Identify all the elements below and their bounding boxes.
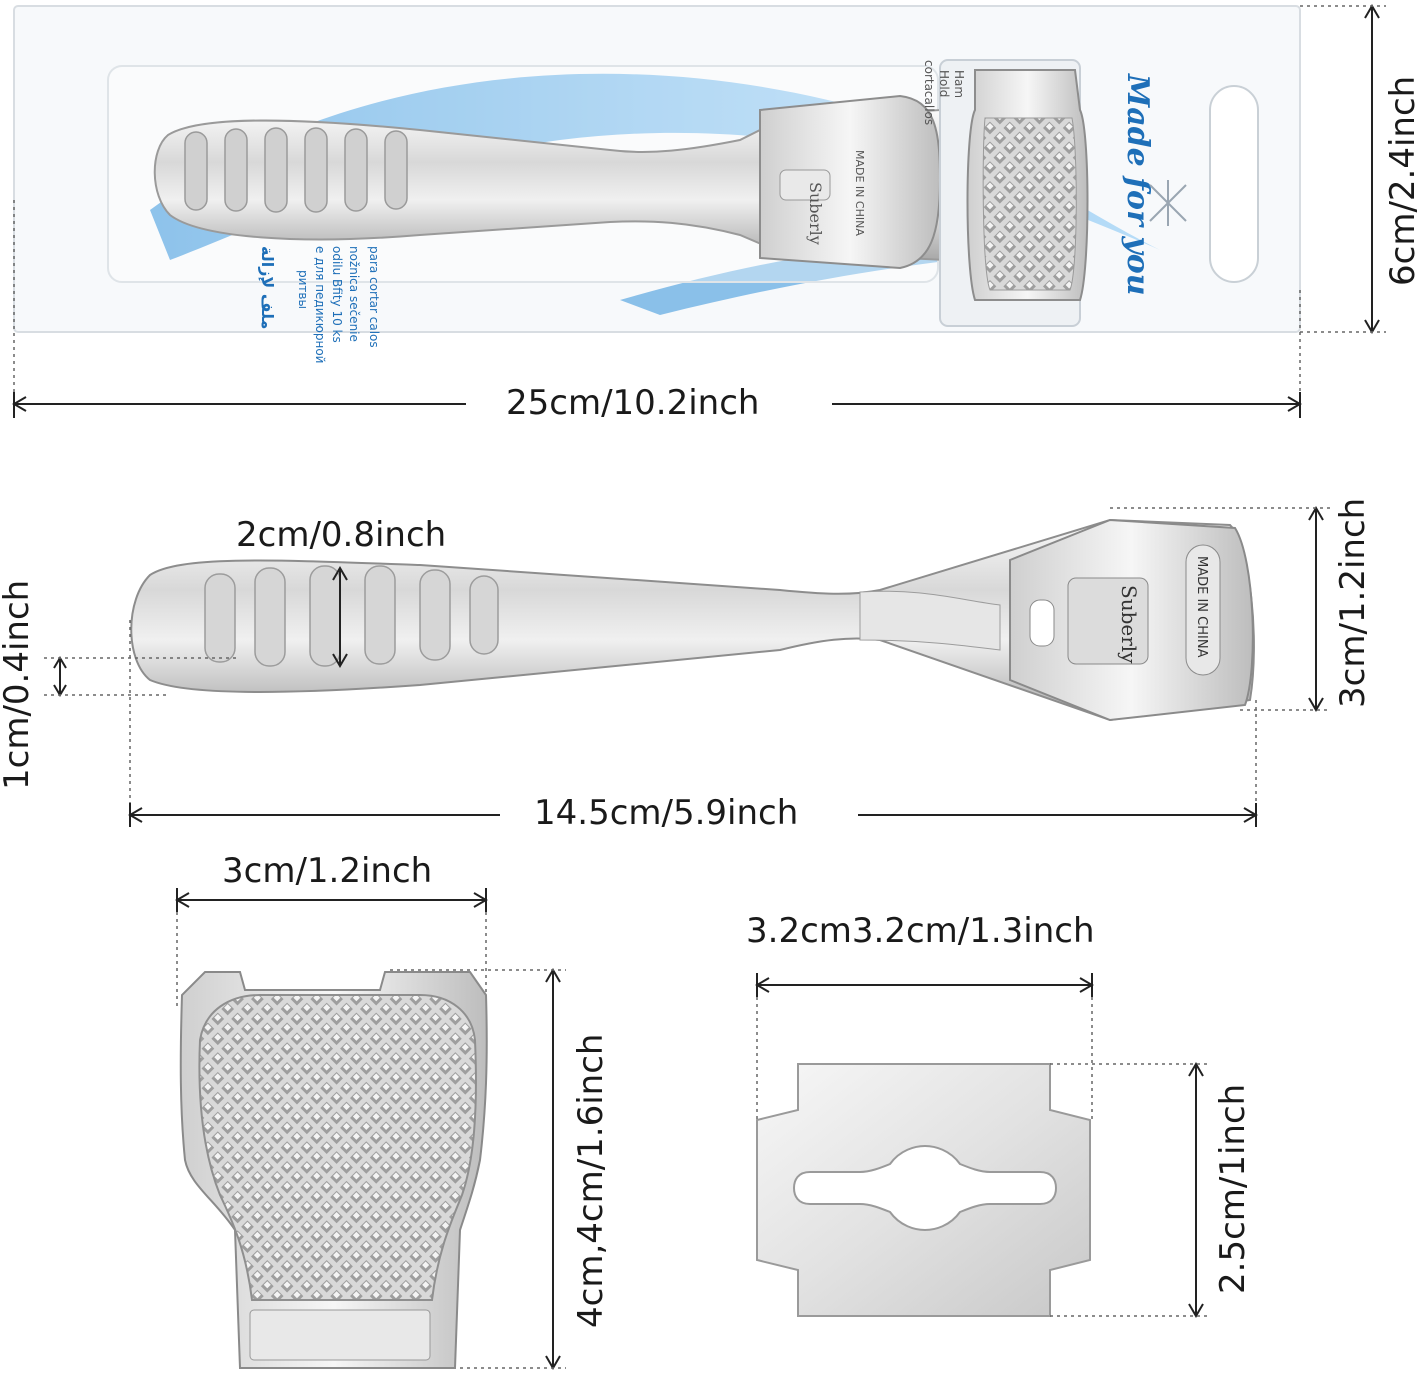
blue-swoosh (150, 73, 1160, 260)
callus-shaver: Suberly MADE IN CHINA (130, 518, 1255, 722)
replacement-blade (756, 1063, 1091, 1317)
package-print-2: nožnica sečenie (347, 246, 361, 342)
rasp-grater-surface (198, 994, 477, 1301)
blue-swoosh-lower (620, 243, 1080, 315)
shaver-neck (859, 590, 1001, 651)
package-print-block: para cortar calos nožnica sečenie odilu … (258, 246, 381, 363)
package-brand-script: Made for you (1120, 73, 1155, 296)
package-print-3: odilu Bfity 10 ks (330, 246, 344, 343)
head-height-label: 3cm/1.2inch (1333, 491, 1373, 714)
package-cartridge-print-1: Ham (952, 70, 966, 98)
shaver-guide-lines (44, 507, 1330, 803)
star-icon (1149, 180, 1187, 226)
rasp-width-label: 3cm/1.2inch (216, 854, 439, 888)
package-print-4: e для педикюрной (313, 246, 327, 363)
package-head-slot (779, 169, 831, 201)
package-grip-ridges (184, 127, 408, 213)
package-width-label: 25cm/10.2inch (500, 386, 766, 420)
package-rasp-grater (982, 117, 1077, 291)
grip-width-label: 2cm/0.8inch (230, 518, 453, 552)
shaver-blade-clamp (1067, 577, 1149, 665)
shaver-made-in: MADE IN CHINA (1194, 556, 1209, 658)
package-head-brand: Suberly (806, 182, 825, 245)
shaver-brand: Suberly (1117, 585, 1141, 664)
shaver-stamp-plate (1185, 544, 1221, 676)
rasp-cartridge (179, 971, 488, 1369)
grip-depth-label: 1cm/0.4inch (0, 573, 37, 796)
package-cartridge-print-3: cortacallos (922, 60, 936, 125)
package-print-5: ритвы (296, 270, 310, 309)
blade-dimension-lines (755, 973, 1204, 1318)
rasp-height-label: 4cm,4cm/1.6inch (571, 1027, 611, 1334)
shaver-handle (130, 518, 1255, 722)
package-height-label: 6cm/2.4inch (1383, 69, 1423, 292)
package-cartridge-print-2: Hold (937, 70, 951, 97)
blade-guide-lines (756, 997, 1210, 1317)
package-print-1: para cortar calos (367, 246, 381, 348)
package-made-in: MADE IN CHINA (853, 150, 866, 236)
package-print-6: ملف لإزالة (258, 246, 277, 329)
blade-height-label: 2.5cm/1inch (1213, 1077, 1253, 1300)
handle-length-label: 14.5cm/5.9inch (528, 796, 805, 830)
rasp-dimension-lines (175, 888, 561, 1370)
hang-hole (1209, 85, 1259, 283)
blade-width-label: 3.2cm3.2cm/1.3inch (740, 914, 1101, 948)
package-guide-lines (13, 5, 1386, 392)
shaver-head-window (1029, 599, 1055, 647)
rasp-guide-lines (176, 912, 566, 1369)
rasp-tab (249, 1309, 431, 1361)
shaver-dimension-lines (53, 506, 1324, 827)
blade-slot (792, 1144, 1058, 1232)
blister-package: Suberly MADE IN CHINA Ham Hold cortacall… (13, 5, 1301, 363)
